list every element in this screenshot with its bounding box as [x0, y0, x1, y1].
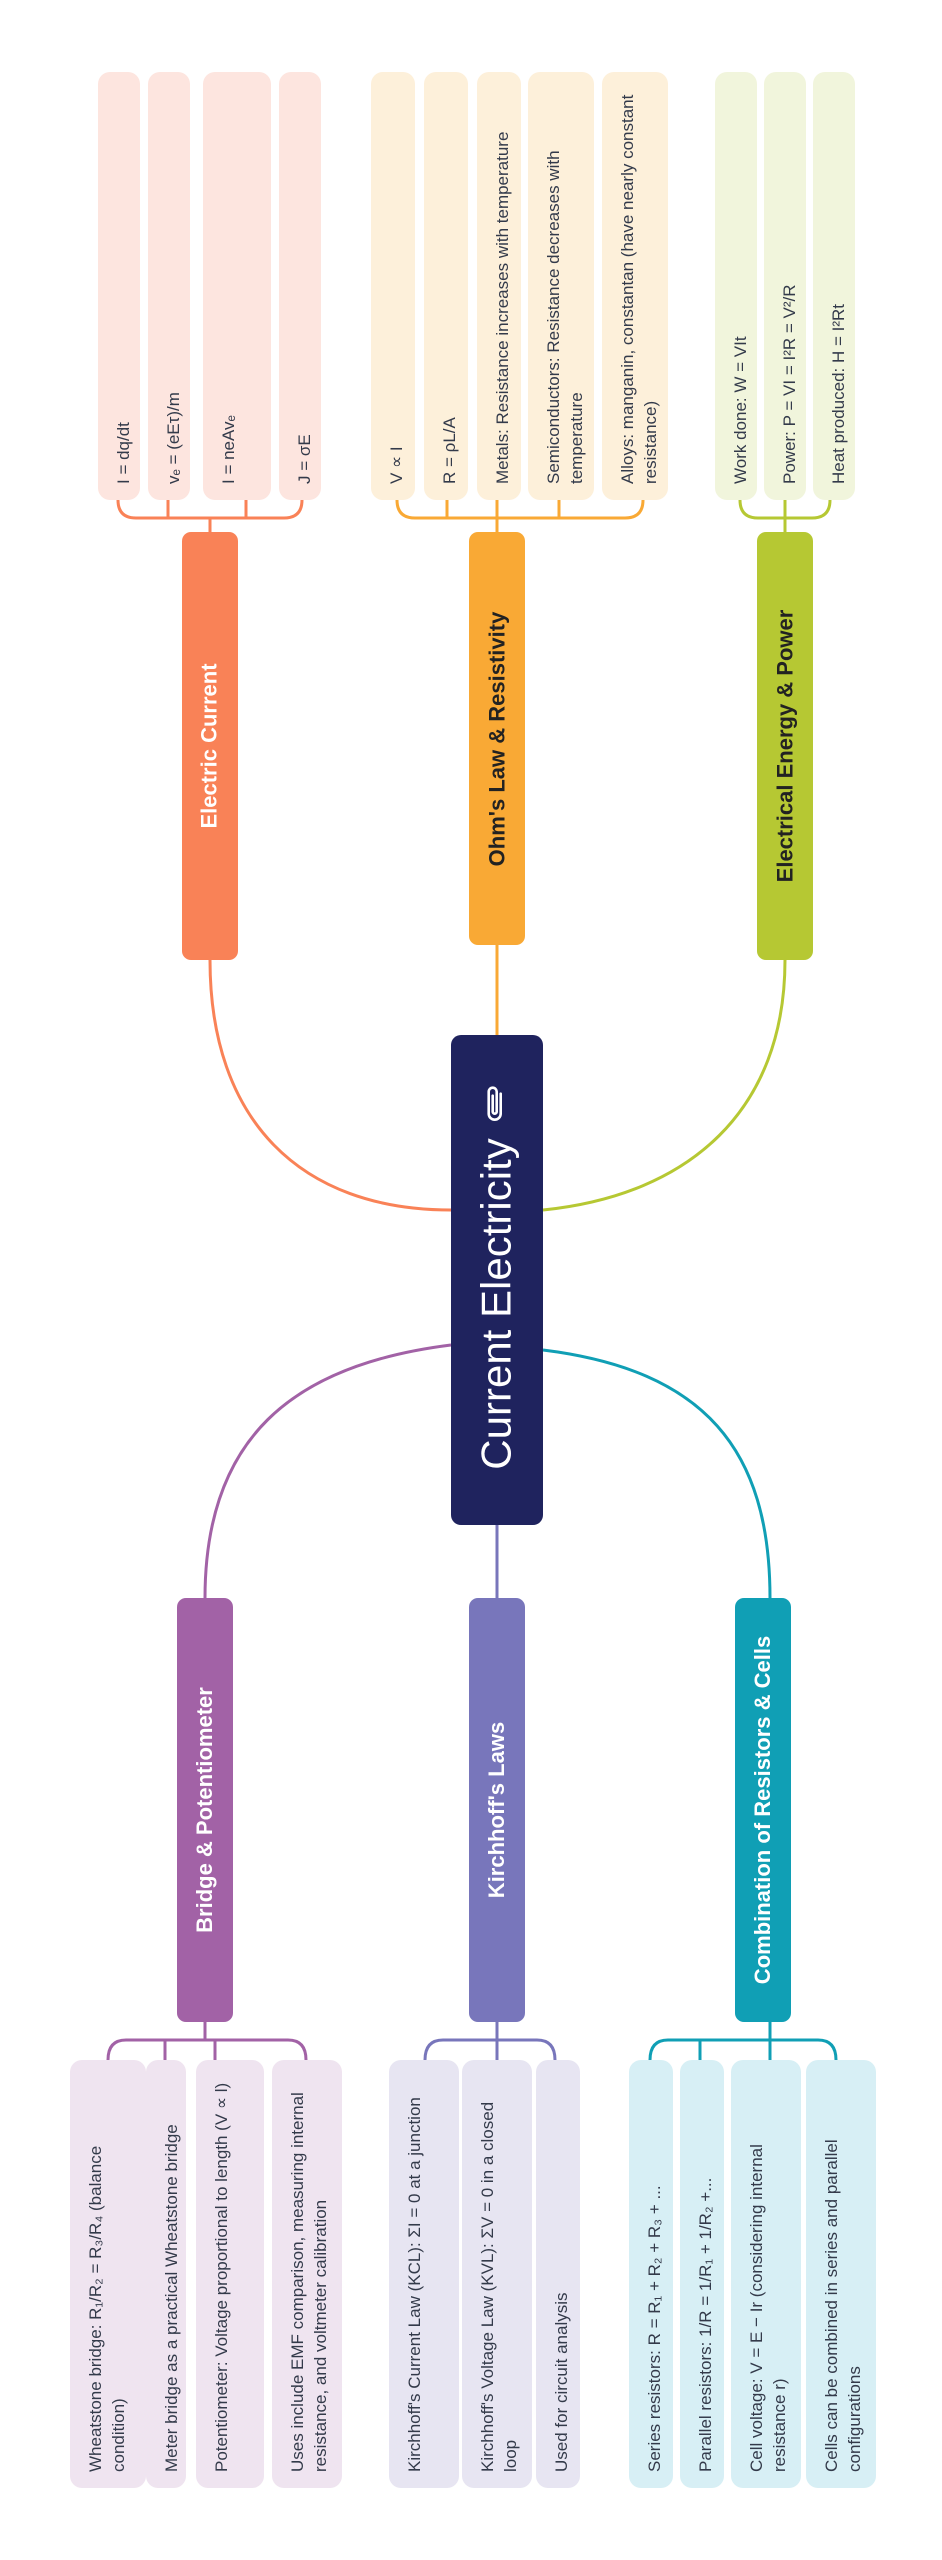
leaf-combination-3[interactable]: Cell voltage: V = E − Ir (considering in… — [731, 2060, 801, 2488]
leaf-text: Used for circuit analysis — [552, 2292, 571, 2472]
leaf-text: R = ρL/A — [440, 417, 459, 484]
leaf-electric-current-2[interactable]: vₑ = (eEτ)/m — [148, 72, 190, 500]
leaf-text: vₑ = (eEτ)/m — [164, 392, 183, 484]
branch-label: Bridge & Potentiometer — [192, 1687, 218, 1933]
leaf-text: Kirchhoff's Current Law (KCL): ΣI = 0 at… — [405, 2097, 424, 2472]
leaf-energy-power-1[interactable]: Work done: W = VIt — [715, 72, 757, 500]
leaf-electric-current-3[interactable]: I = neAvₑ — [203, 72, 271, 500]
leaf-bridge-4[interactable]: Uses include EMF comparison, measuring i… — [272, 2060, 342, 2488]
leaf-ohms-law-2[interactable]: R = ρL/A — [424, 72, 468, 500]
leaf-combination-4[interactable]: Cells can be combined in series and para… — [806, 2060, 876, 2488]
leaf-text: Parallel resistors: 1/R = 1/R₁ + 1/R₂ +.… — [696, 2177, 715, 2472]
leaf-ohms-law-1[interactable]: V ∝ I — [371, 72, 415, 500]
branch-combination[interactable]: Combination of Resistors & Cells — [735, 1598, 791, 2022]
leaf-text: I = dq/dt — [114, 422, 133, 484]
leaf-text: Cell voltage: V = E − Ir (considering in… — [747, 2144, 789, 2472]
leaf-bridge-1[interactable]: Wheatstone bridge: R₁/R₂ = R₃/R₄ (balanc… — [70, 2060, 146, 2488]
leaf-text: V ∝ I — [387, 446, 406, 484]
branch-label: Ohm's Law & Resistivity — [484, 611, 509, 866]
leaf-text: Power: P = VI = I²R = V²/R — [780, 284, 799, 484]
center-title: Current Electricity — [473, 1138, 520, 1470]
branch-label: Electric Current — [197, 663, 222, 829]
branch-label: Combination of Resistors & Cells — [750, 1635, 776, 1985]
branch-label: Electrical Energy & Power — [772, 609, 798, 883]
leaf-ohms-law-5[interactable]: Alloys: manganin, constantan (have nearl… — [602, 72, 668, 500]
leaf-text: Meter bridge as a practical Wheatstone b… — [162, 2124, 181, 2472]
leaf-text: Metals: Resistance increases with temper… — [493, 131, 512, 484]
leaf-text: I = neAvₑ — [219, 415, 238, 484]
leaf-kirchhoff-1[interactable]: Kirchhoff's Current Law (KCL): ΣI = 0 at… — [389, 2060, 459, 2488]
leaf-electric-current-4[interactable]: J = σE — [279, 72, 321, 500]
leaf-text: Potentiometer: Voltage proportional to l… — [212, 2082, 231, 2472]
leaf-text: Uses include EMF comparison, measuring i… — [288, 2092, 330, 2472]
link-center-energy-power — [542, 959, 787, 1212]
link-center-bridge — [203, 1343, 452, 1599]
leaf-text: Wheatstone bridge: R₁/R₂ = R₃/R₄ (balanc… — [86, 2145, 128, 2472]
link-center-combination — [542, 1348, 772, 1599]
branch-ohms-law[interactable]: Ohm's Law & Resistivity — [469, 532, 525, 945]
leaf-combination-2[interactable]: Parallel resistors: 1/R = 1/R₁ + 1/R₂ +.… — [680, 2060, 724, 2488]
paperclip-icon — [487, 1086, 503, 1121]
branch-electric-current[interactable]: Electric Current — [182, 532, 238, 960]
bracket-energy-power — [738, 499, 832, 532]
leaf-text: Work done: W = VIt — [731, 336, 750, 484]
bracket-combination — [648, 2022, 838, 2061]
leaf-ohms-law-4[interactable]: Semiconductors: Resistance decreases wit… — [528, 72, 594, 500]
leaf-bridge-2[interactable]: Meter bridge as a practical Wheatstone b… — [146, 2060, 186, 2488]
leaf-energy-power-3[interactable]: Heat produced: H = I²Rt — [813, 72, 855, 500]
branch-label: Kirchhoff's Laws — [484, 1721, 509, 1899]
center-node[interactable]: Current Electricity — [451, 1035, 543, 1525]
branch-energy-power[interactable]: Electrical Energy & Power — [757, 532, 813, 960]
leaf-bridge-3[interactable]: Potentiometer: Voltage proportional to l… — [196, 2060, 264, 2488]
bracket-electric-current — [116, 499, 304, 532]
leaf-ohms-law-3[interactable]: Metals: Resistance increases with temper… — [477, 72, 521, 500]
bracket-ohms-law — [395, 499, 645, 532]
leaf-text: Semiconductors: Resistance decreases wit… — [544, 150, 586, 484]
leaf-kirchhoff-2[interactable]: Kirchhoff's Voltage Law (KVL): ΣV = 0 in… — [462, 2060, 532, 2488]
leaf-text: Alloys: manganin, constantan (have nearl… — [618, 94, 660, 484]
leaf-text: Kirchhoff's Voltage Law (KVL): ΣV = 0 in… — [478, 2101, 520, 2472]
leaf-text: Series resistors: R = R₁ + R₂ + R₃ + ... — [645, 2185, 664, 2472]
branch-bridge[interactable]: Bridge & Potentiometer — [177, 1598, 233, 2022]
leaf-electric-current-1[interactable]: I = dq/dt — [98, 72, 140, 500]
leaf-kirchhoff-3[interactable]: Used for circuit analysis — [536, 2060, 580, 2488]
leaf-text: Heat produced: H = I²Rt — [829, 303, 848, 484]
leaf-combination-1[interactable]: Series resistors: R = R₁ + R₂ + R₃ + ... — [629, 2060, 673, 2488]
leaf-text: Cells can be combined in series and para… — [822, 2139, 864, 2472]
leaf-text: J = σE — [295, 434, 314, 484]
branch-kirchhoff[interactable]: Kirchhoff's Laws — [469, 1598, 525, 2022]
bracket-kirchhoff — [423, 2022, 557, 2061]
leaf-energy-power-2[interactable]: Power: P = VI = I²R = V²/R — [764, 72, 806, 500]
bracket-bridge — [106, 2022, 308, 2061]
link-center-electric-current — [208, 959, 452, 1212]
